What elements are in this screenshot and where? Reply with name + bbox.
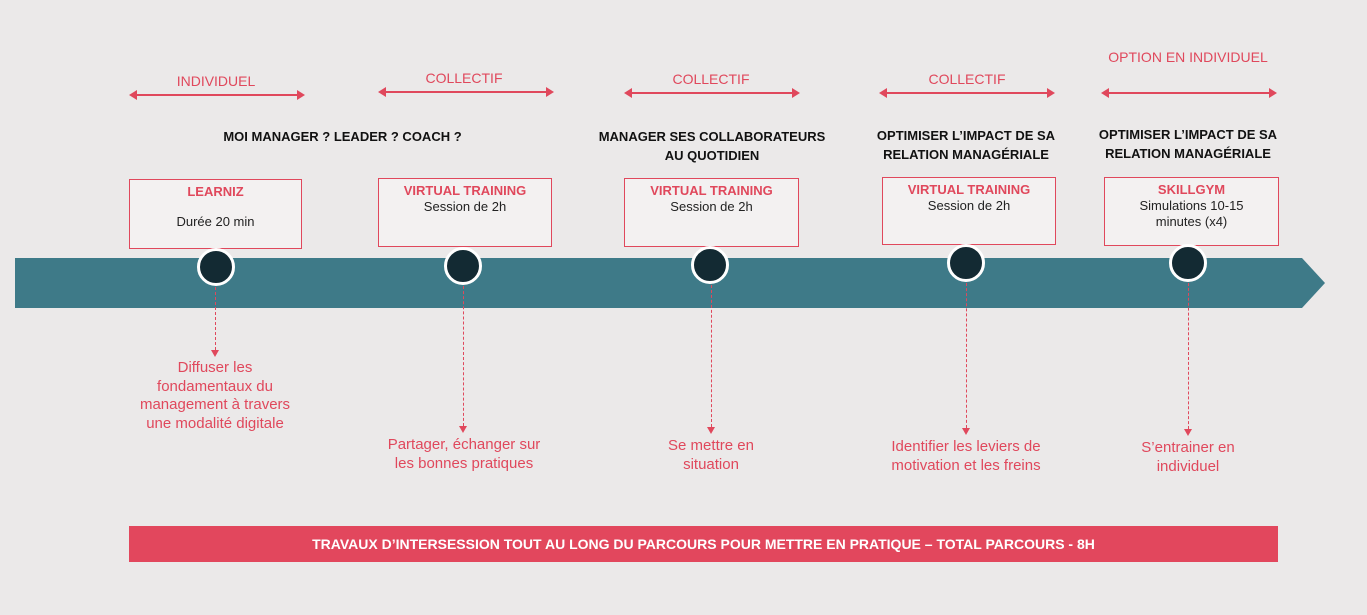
stage-3-box-detail: Session de 2h bbox=[670, 199, 753, 214]
stage-1-box: LEARNIZ Durée 20 min bbox=[129, 179, 302, 249]
stage-3-outcome: Se mettre en situation bbox=[668, 437, 754, 473]
stage-5-heading: OPTIMISER L’IMPACT DE SA RELATION MANAGÉ… bbox=[1098, 127, 1278, 161]
stage-5-mode: OPTION EN INDIVIDUEL bbox=[1108, 49, 1268, 65]
stage-3-box: VIRTUAL TRAINING Session de 2h bbox=[624, 178, 799, 247]
stage-2-box-title: VIRTUAL TRAINING bbox=[403, 183, 527, 198]
stage-4-box-detail: Session de 2h bbox=[927, 198, 1011, 213]
stage-1-heading: MOI MANAGER ? LEADER ? COACH ? bbox=[223, 129, 462, 144]
stage-2-box: VIRTUAL TRAINING Session de 2h bbox=[378, 178, 552, 247]
timeline-node-5 bbox=[1169, 244, 1207, 282]
connector-3-arrow bbox=[707, 285, 715, 434]
stage-5-box-detail: Simulations 10-15 minutes (x4) bbox=[1139, 198, 1244, 229]
stage-5-box-title: SKILLGYM bbox=[1157, 182, 1226, 197]
stage-5-outcome: S’entrainer en individuel bbox=[1141, 439, 1235, 475]
timeline-arrow-shape bbox=[15, 258, 1325, 308]
stage-1-box-detail: Durée 20 min bbox=[176, 214, 255, 229]
timeline-node-3 bbox=[691, 246, 729, 284]
timeline-node-4 bbox=[947, 244, 985, 282]
stage-1-range-arrow bbox=[129, 90, 305, 100]
stage-4-box-title: VIRTUAL TRAINING bbox=[907, 182, 1031, 197]
stage-4-box: VIRTUAL TRAINING Session de 2h bbox=[882, 177, 1056, 245]
stage-4-outcome: Identifier les leviers de motivation et … bbox=[891, 438, 1041, 474]
stage-4-range-arrow bbox=[879, 88, 1055, 98]
stage-3-heading: MANAGER SES COLLABORATEURS AU QUOTIDIEN bbox=[598, 129, 826, 163]
timeline-node-2 bbox=[444, 247, 482, 285]
stage-1-outcome: Diffuser les fondamentaux du management … bbox=[139, 359, 291, 432]
connector-4-arrow bbox=[962, 283, 970, 435]
timeline-node-1 bbox=[197, 248, 235, 286]
stage-2-mode: COLLECTIF bbox=[425, 70, 503, 86]
stage-4-mode: COLLECTIF bbox=[928, 71, 1006, 87]
stage-3-mode: COLLECTIF bbox=[672, 71, 750, 87]
stage-5-box: SKILLGYM Simulations 10-15 minutes (x4) bbox=[1104, 177, 1279, 246]
stage-1-mode: INDIVIDUEL bbox=[176, 73, 256, 89]
stage-5-range-arrow bbox=[1101, 88, 1277, 98]
connector-1-arrow bbox=[211, 287, 219, 357]
stage-4-heading: OPTIMISER L’IMPACT DE SA RELATION MANAGÉ… bbox=[876, 128, 1056, 162]
stage-2-range-arrow bbox=[378, 87, 554, 97]
stage-1-box-title: LEARNIZ bbox=[187, 184, 244, 199]
stage-3-box-title: VIRTUAL TRAINING bbox=[650, 183, 773, 198]
stage-3-range-arrow bbox=[624, 88, 800, 98]
connector-5-arrow bbox=[1184, 283, 1192, 436]
timeline-arrow bbox=[15, 258, 1325, 308]
total-banner: TRAVAUX D’INTERSESSION TOUT AU LONG DU P… bbox=[129, 526, 1278, 562]
stage-2-box-detail: Session de 2h bbox=[423, 199, 507, 214]
connector-2-arrow bbox=[459, 286, 467, 433]
stage-2-outcome: Partager, échanger sur les bonnes pratiq… bbox=[387, 436, 541, 472]
